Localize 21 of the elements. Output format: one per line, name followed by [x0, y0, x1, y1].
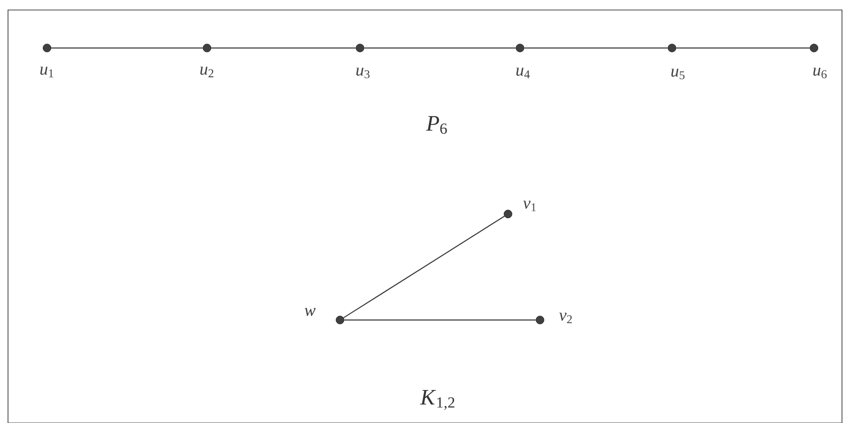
vertex-label: w [304, 308, 316, 316]
vertex-dot [202, 44, 212, 52]
vertex-dot [516, 44, 524, 52]
vertex-dot [810, 44, 818, 52]
edge-line [343, 216, 505, 318]
vertex-label: u$_{2}$ [200, 66, 214, 78]
vertex-label: v$_{2}$ [559, 312, 572, 324]
vertex-label: u$_{1}$ [40, 66, 54, 78]
graph-name: P$_{6}$ [426, 116, 447, 134]
vertex-dot [42, 44, 52, 52]
vertex-label: u$_{5}$ [671, 68, 684, 80]
vertex-label: u$_{3}$ [356, 68, 370, 78]
graph-name: K$_{1,2}$ [420, 390, 454, 410]
vertex-dot [356, 44, 364, 52]
vertex-dot [504, 210, 512, 218]
vertex-dot [668, 44, 676, 52]
vertex-label: u$_{6}$ [813, 68, 827, 78]
vertex-dot [536, 316, 544, 324]
vertex-dot [336, 316, 344, 324]
vertex-label: v$_{1}$ [523, 200, 536, 212]
vertex-label: u$_{4}$ [516, 68, 530, 78]
